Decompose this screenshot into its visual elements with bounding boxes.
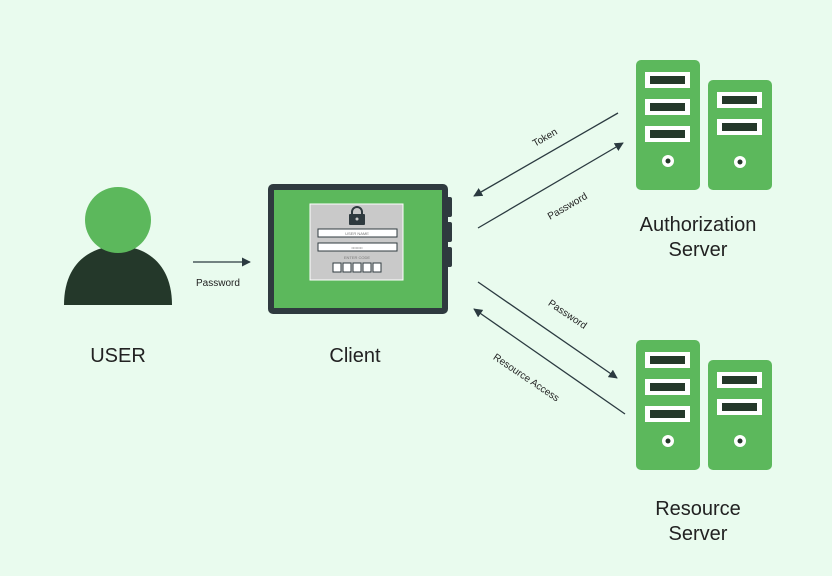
username-placeholder: USER NAME	[345, 231, 369, 236]
user-icon	[64, 187, 172, 305]
resource-server-label-line2: Server	[668, 523, 728, 545]
arrow-resource-to-client	[473, 308, 626, 415]
user-label: USER	[90, 345, 146, 367]
edge-label-user-to-client: Password	[196, 278, 240, 289]
password-placeholder: ••••••••	[351, 245, 363, 250]
code-label: ENTER CODE	[344, 255, 371, 260]
resource-server-label: Resource Server	[618, 497, 778, 547]
arrow-client-to-resource	[477, 281, 618, 379]
authorization-server-label-line2: Server	[668, 239, 728, 261]
authorization-server-label: Authorization Server	[618, 213, 778, 263]
resource-server-label-line1: Resource	[655, 498, 741, 520]
resource-server-icon	[636, 340, 772, 470]
client-label: Client	[329, 345, 381, 367]
client-tablet-icon: USER NAME •••••••• ENTER CODE	[268, 184, 452, 314]
authorization-server-icon	[636, 60, 772, 190]
arrow-client-to-auth	[477, 142, 624, 229]
authorization-server-label-line1: Authorization	[639, 214, 757, 236]
arrow-auth-to-client	[473, 112, 619, 197]
